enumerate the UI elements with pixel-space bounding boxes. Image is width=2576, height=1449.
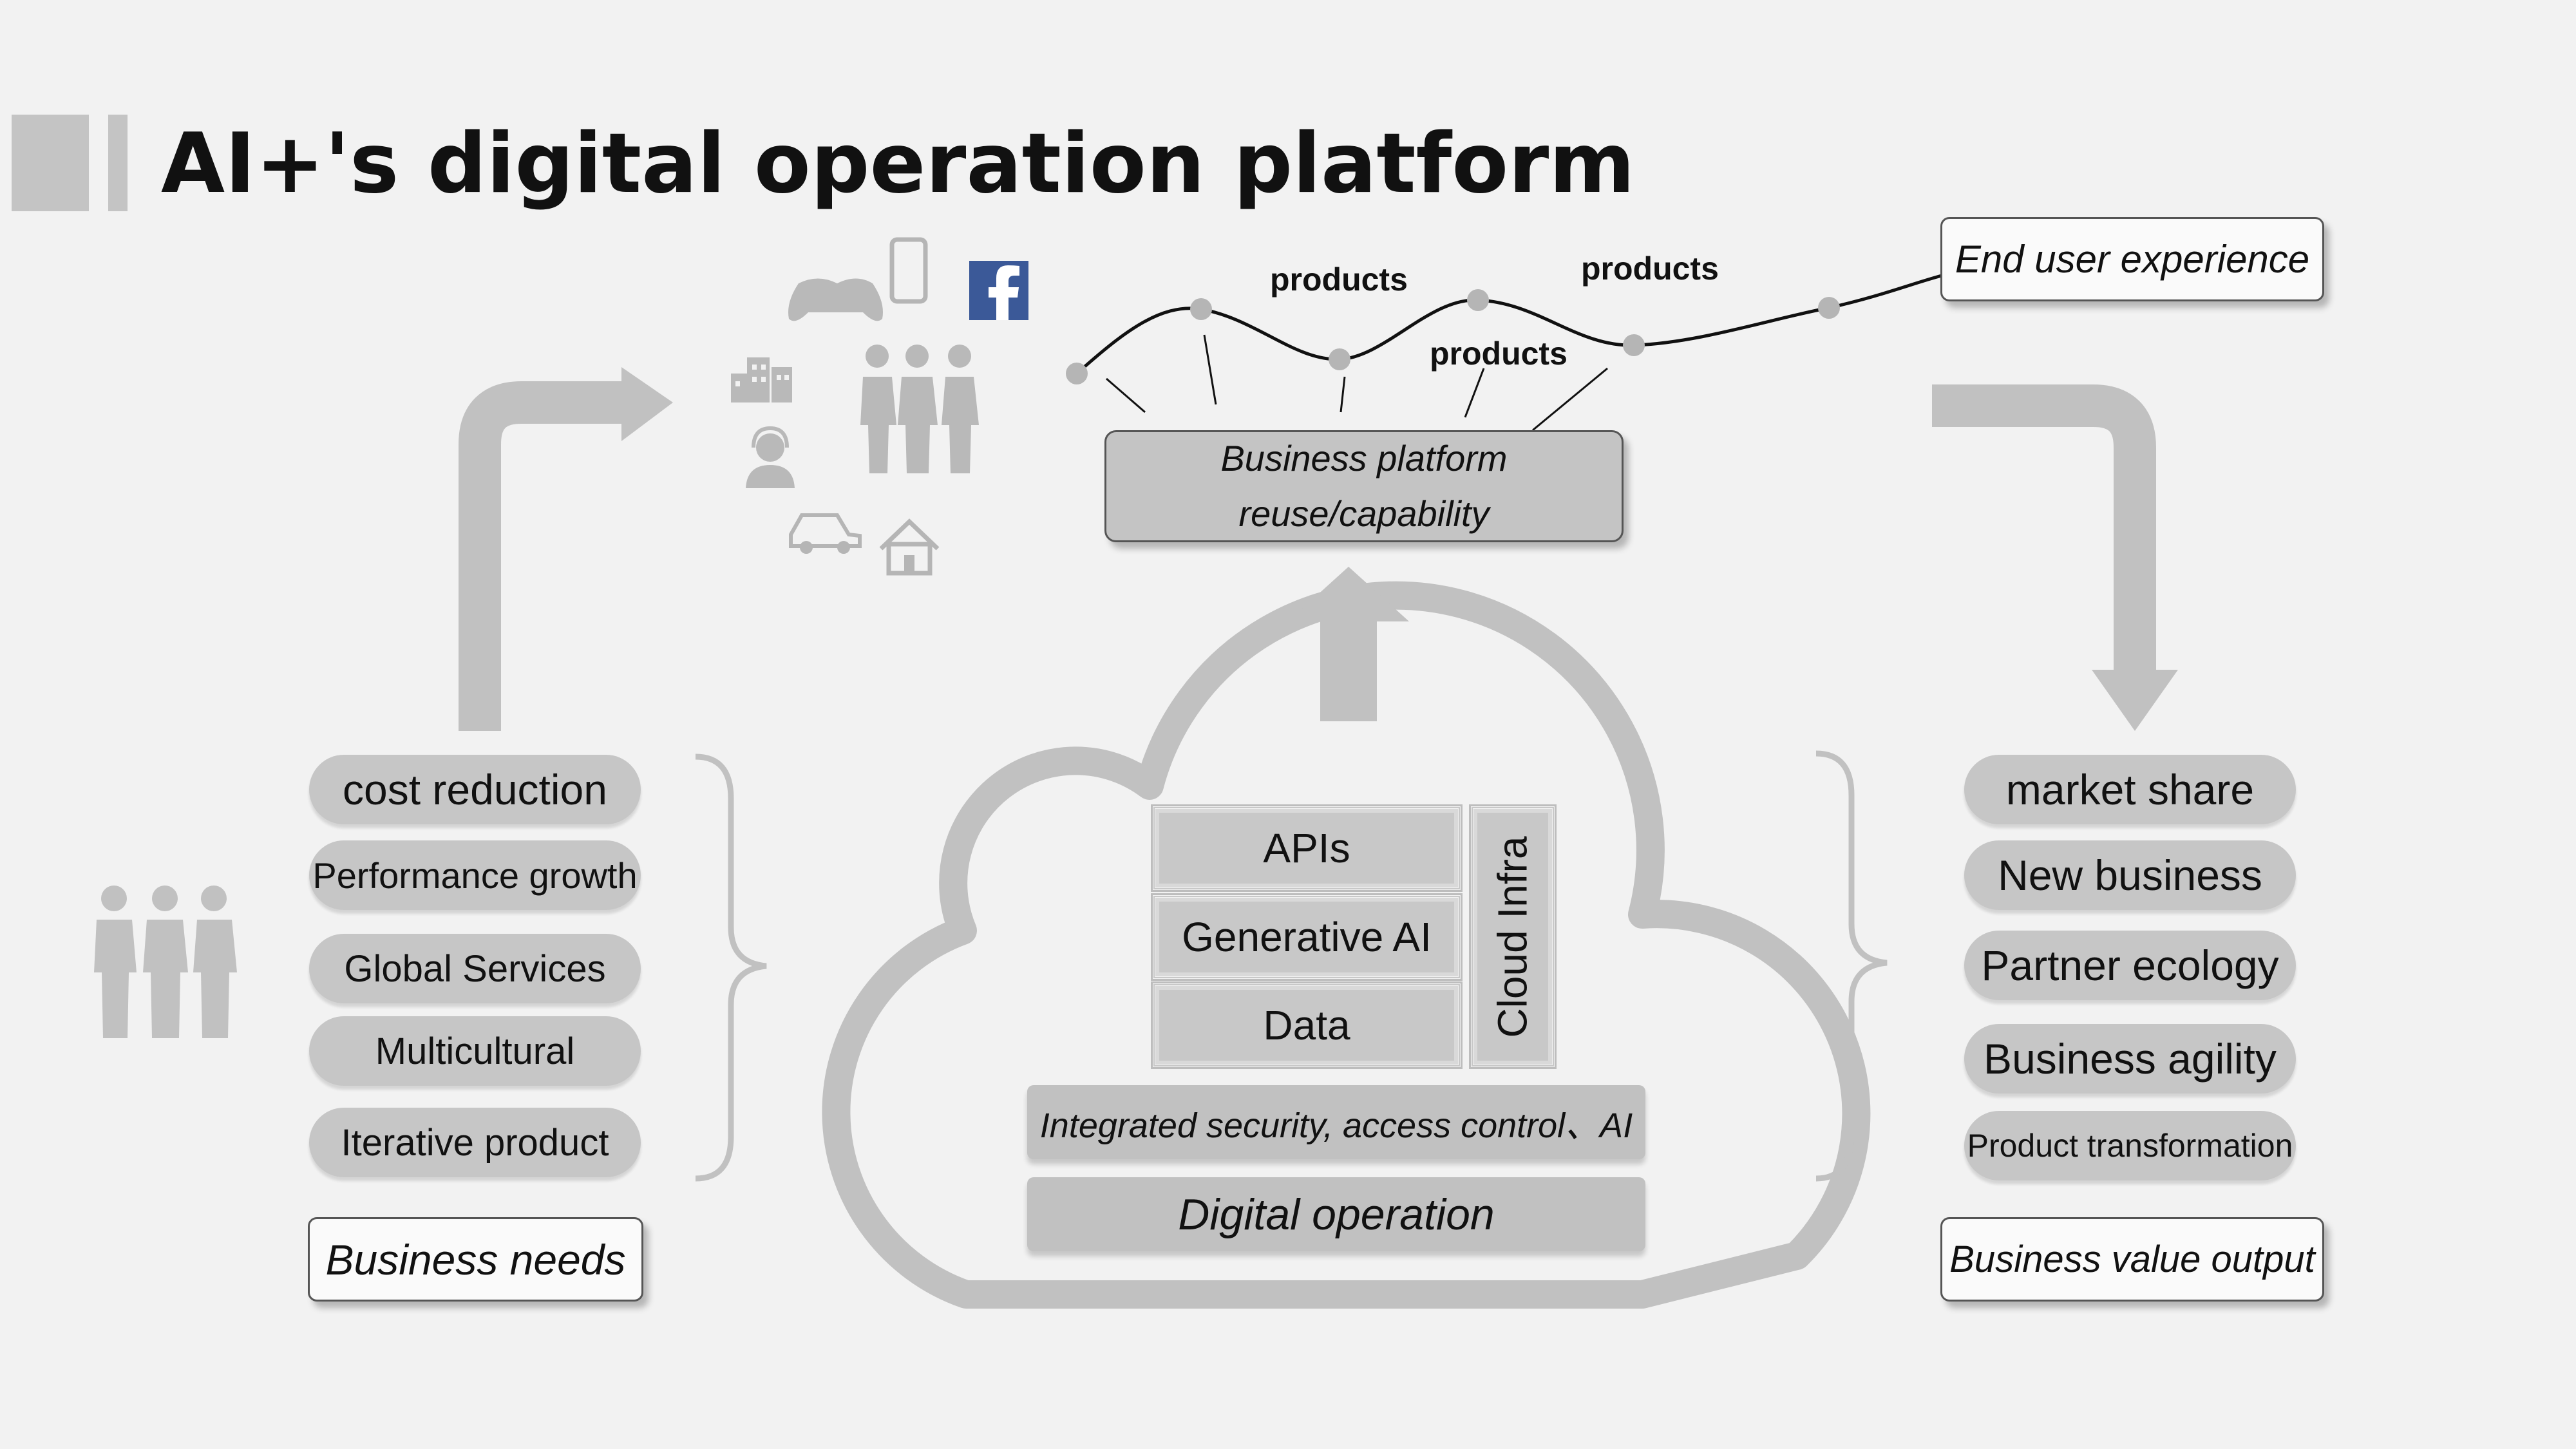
cloud-infra-label: Cloud Infra — [1490, 835, 1536, 1038]
integrated-security-bar: Integrated security, access control、AI — [1027, 1085, 1645, 1159]
product-label: products — [1270, 261, 1408, 298]
car-icon — [789, 513, 862, 554]
left-up-arrow — [459, 381, 631, 731]
cloud-outline — [822, 581, 1871, 1309]
business-platform-line2: reuse/capability — [1238, 493, 1490, 534]
cloud-infra-block: Cloud Infra — [1469, 804, 1557, 1069]
left-up-arrow-head — [621, 367, 673, 441]
business-platform-box: Business platform reuse/capability — [1104, 430, 1624, 542]
need-pill-multicultural: Multicultural — [309, 1016, 641, 1086]
facebook-icon — [969, 261, 1028, 320]
right-down-arrow-head — [2092, 670, 2178, 731]
business-needs-caption: Business needs — [308, 1217, 643, 1302]
page-title: AI+'s digital operation platform — [161, 116, 1635, 212]
people-group-left-icon — [94, 886, 237, 1038]
need-pill-performance-growth: Performance growth — [309, 840, 641, 910]
left-brace — [695, 753, 767, 1182]
value-pill-business-agility: Business agility — [1964, 1024, 2296, 1094]
value-pill-product-transformation: Product transformation — [1964, 1111, 2296, 1180]
product-label: products — [1430, 336, 1567, 372]
gamepad-icon — [788, 278, 883, 321]
title-decoration-bar-thin — [108, 115, 128, 211]
need-pill-global-services: Global Services — [309, 934, 641, 1003]
buildings-icon — [731, 357, 792, 402]
product-label: products — [1581, 251, 1719, 287]
business-value-output-caption: Business value output — [1940, 1217, 2324, 1302]
wave-nodes — [1066, 289, 1840, 384]
smartphone-icon — [889, 237, 928, 304]
business-platform-line1: Business platform — [1220, 438, 1508, 478]
need-pill-iterative-product: Iterative product — [309, 1108, 641, 1177]
center-up-arrow-head — [1288, 567, 1409, 621]
apis-block: APIs — [1151, 804, 1463, 892]
house-icon — [879, 518, 940, 576]
right-brace — [1815, 750, 1888, 1182]
value-pill-new-business: New business — [1964, 840, 2296, 910]
center-up-arrow-shaft — [1320, 618, 1377, 721]
end-user-experience-box: End user experience — [1940, 217, 2324, 301]
data-block: Data — [1151, 981, 1463, 1069]
support-agent-icon — [746, 426, 795, 488]
value-pill-market-share: market share — [1964, 755, 2296, 824]
need-pill-cost-reduction: cost reduction — [309, 755, 641, 824]
title-decoration-bar — [12, 115, 89, 211]
people-group-icon — [860, 345, 979, 473]
value-pill-partner-ecology: Partner ecology — [1964, 931, 2296, 1000]
right-down-arrow — [1932, 384, 2156, 683]
digital-operation-bar: Digital operation — [1027, 1177, 1645, 1251]
generative-ai-block: Generative AI — [1151, 893, 1463, 981]
wave-connector-lines — [1106, 334, 1608, 431]
